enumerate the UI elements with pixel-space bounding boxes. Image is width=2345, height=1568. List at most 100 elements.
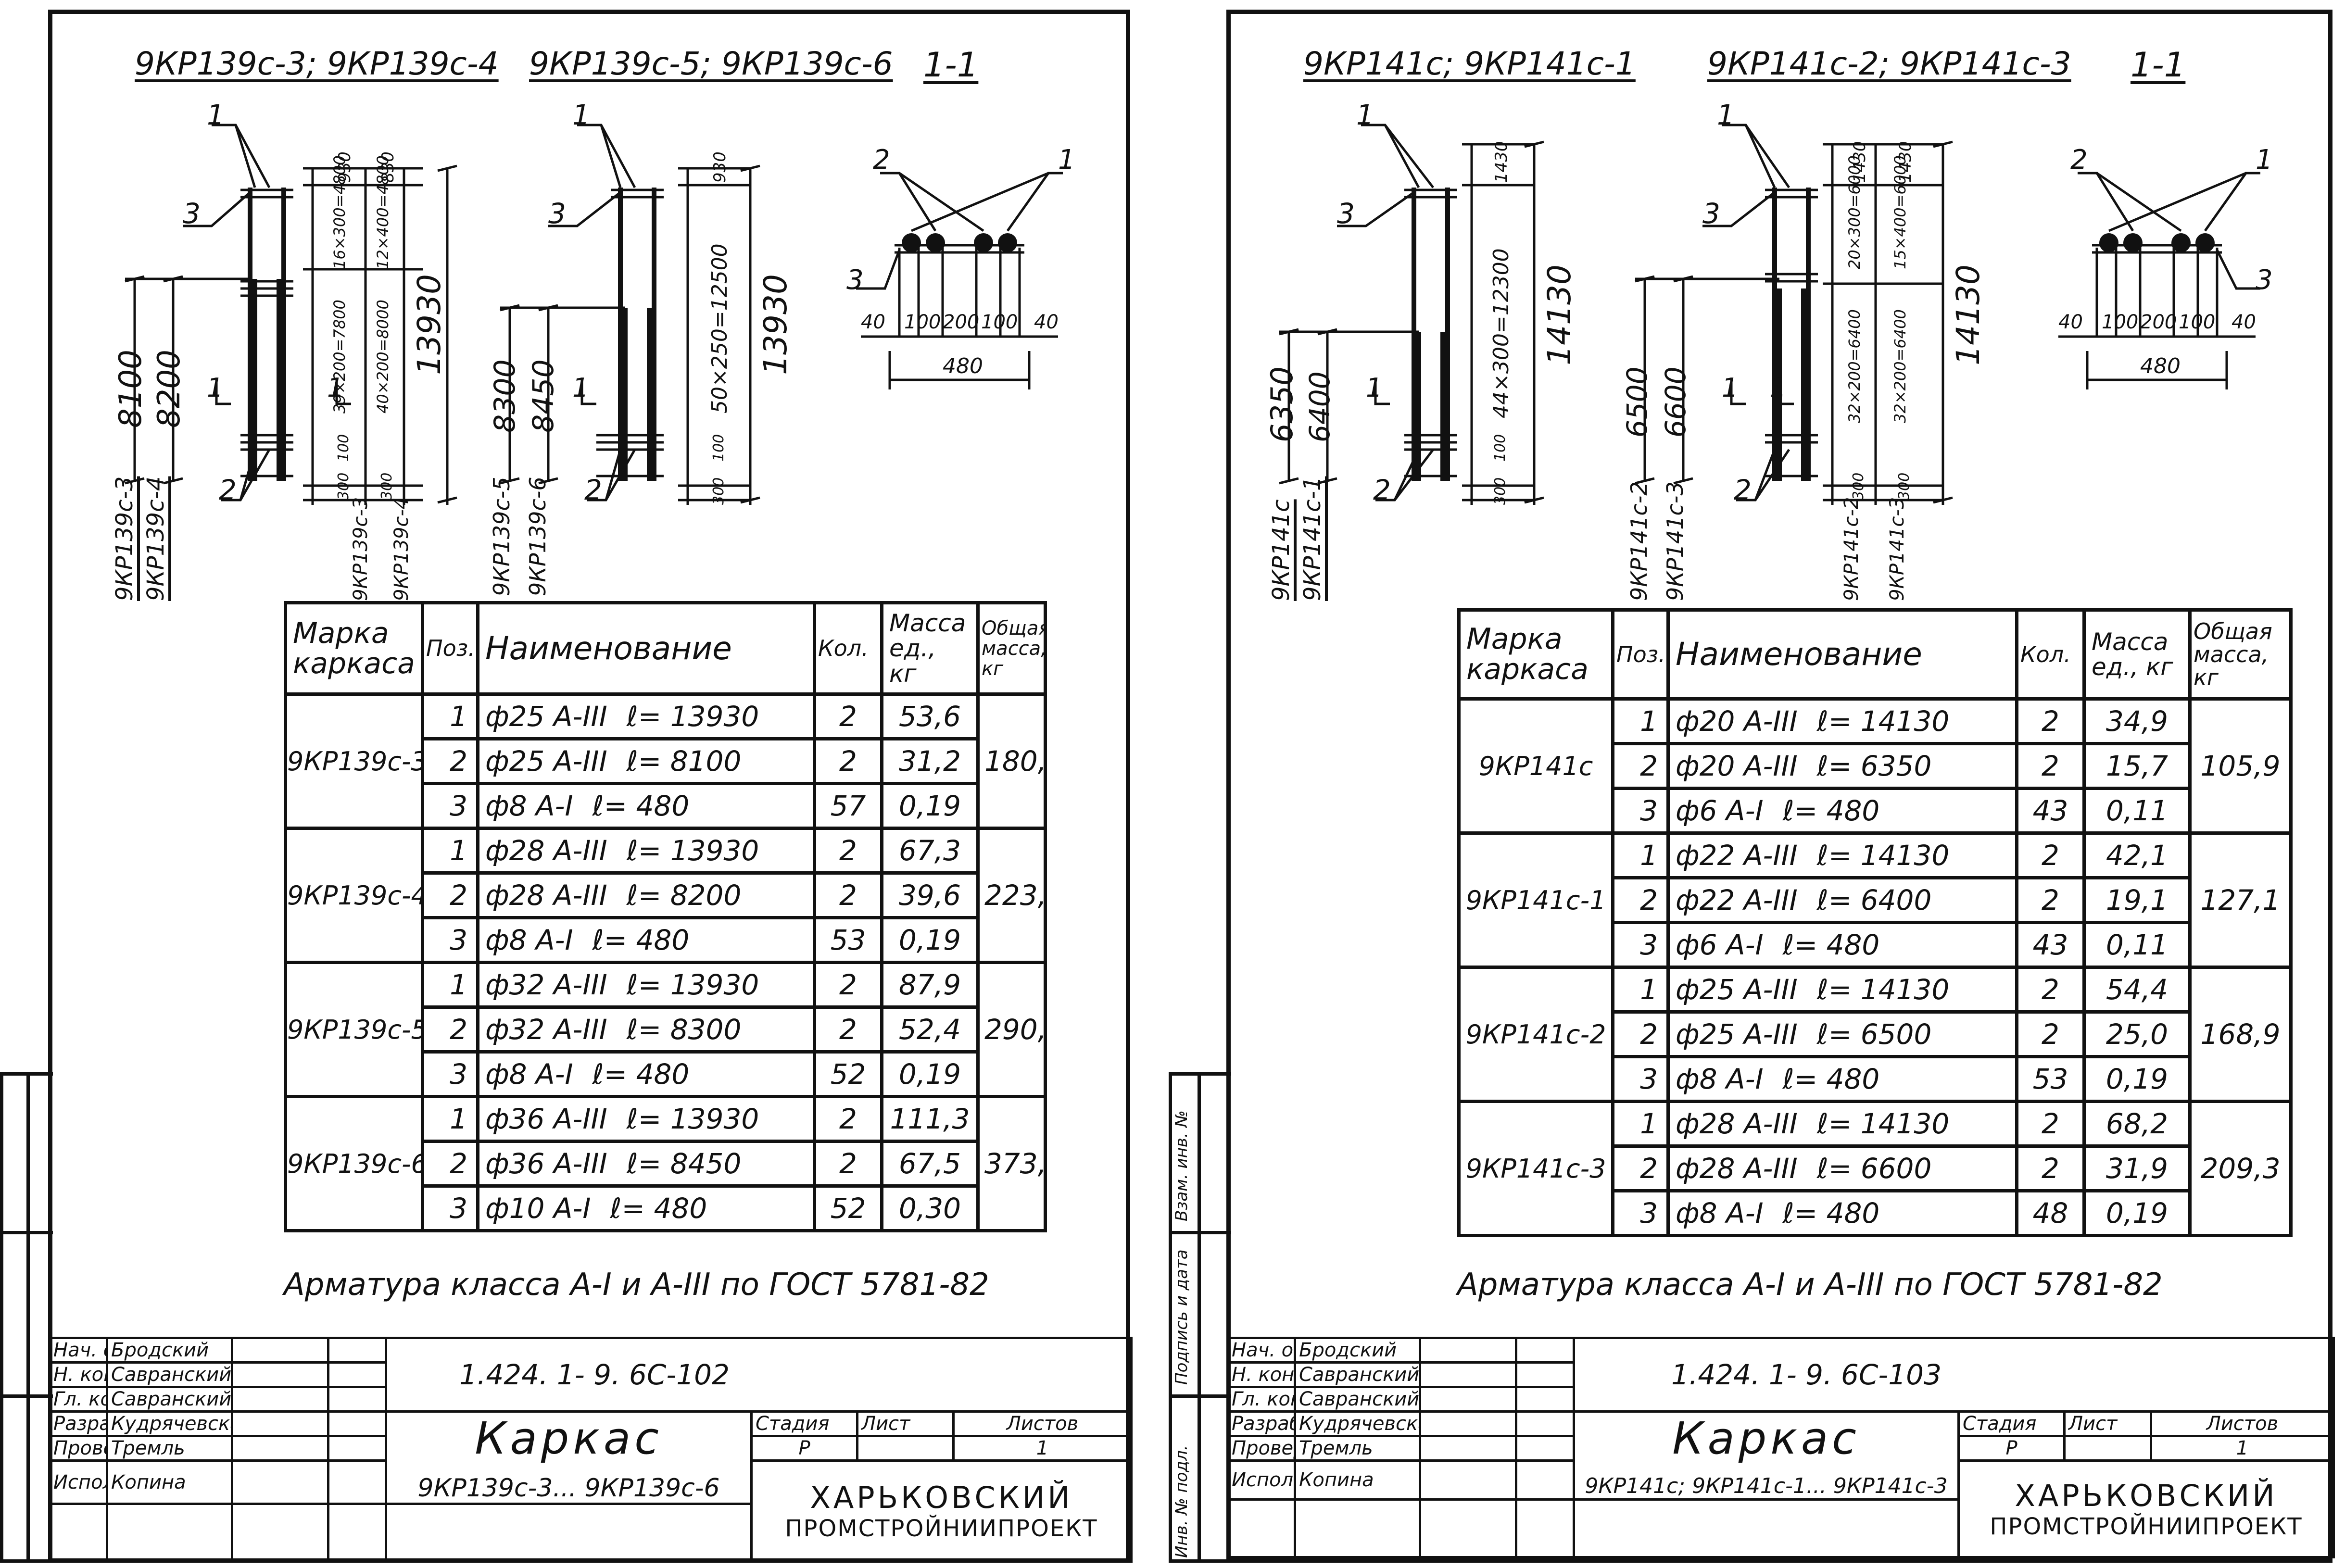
cell-unit-mass: 0,19 xyxy=(2082,1055,2192,1103)
sheet-value xyxy=(2063,1435,2152,1462)
cell-pos: 3 xyxy=(1611,921,1670,969)
sheet-value xyxy=(856,1435,955,1462)
cell-qty: 52 xyxy=(813,1184,883,1232)
cell-total-mass: 168,9 xyxy=(2188,966,2293,1103)
blank-cell xyxy=(1419,1498,1517,1558)
doc-code: 1.424. 1- 9. 6С-103 xyxy=(1573,1337,2335,1413)
dim-total: 13930 xyxy=(757,274,794,375)
dim-gap: 100 xyxy=(335,434,352,462)
dim-spacing: 39×200=7800 xyxy=(330,300,349,414)
bar-type: ф8 А-I xyxy=(485,1058,573,1091)
cell-unit-mass: 87,9 xyxy=(880,961,980,1009)
cell-mark: 9КР139с-5 xyxy=(284,961,424,1098)
mark-label: 9КР139с-3 xyxy=(111,476,138,601)
steel-class-note: Арматура класса А-I и А-III по ГОСТ 5781… xyxy=(1457,1267,2163,1303)
bar-type: ф28 А-III xyxy=(1676,1152,1798,1185)
cell-qty: 43 xyxy=(2015,921,2086,969)
section-mark: 1 xyxy=(1770,373,1787,403)
steel-class-note: Арматура класса А-I и А-III по ГОСТ 5781… xyxy=(284,1267,989,1303)
cell-total-mass: 127,1 xyxy=(2188,831,2293,969)
bar-length: ℓ= 13930 xyxy=(626,700,759,733)
header-qty: Кол. xyxy=(813,601,883,696)
bar-length: ℓ= 480 xyxy=(1782,794,1880,827)
dim-spacing: 32×200=6400 xyxy=(1891,309,1909,423)
bar-length: ℓ= 8300 xyxy=(626,1013,742,1046)
cell-unit-mass: 0,11 xyxy=(2082,787,2192,835)
blank-cell xyxy=(385,1503,753,1563)
role-cell: Н. контр. xyxy=(1226,1361,1296,1388)
cell-pos: 3 xyxy=(421,782,479,830)
section-width: 480 xyxy=(943,354,983,378)
cell-unit-mass: 0,19 xyxy=(880,782,980,830)
cell-qty: 2 xyxy=(813,1140,883,1188)
side-label-inventory: Инв. № подл. xyxy=(1172,1445,1191,1558)
cell-total-mass: 290,5 xyxy=(976,961,1047,1098)
bar-type: ф36 А-III xyxy=(485,1147,607,1180)
callout-3: 3 xyxy=(548,197,566,230)
dim-overall: 8200 xyxy=(151,350,187,428)
callout-2: 2 xyxy=(584,474,602,506)
cell-pos: 1 xyxy=(1611,1100,1670,1148)
reinforcement-views-left xyxy=(125,124,1063,505)
signature-cell xyxy=(1419,1337,1517,1364)
dim-overall: 6400 xyxy=(1303,371,1336,442)
date-cell xyxy=(327,1337,387,1364)
bar-type: ф28 А-III xyxy=(485,879,607,912)
view2-title: 9КР141с-2; 9КР141с-3 xyxy=(1707,45,2071,82)
cell-unit-mass: 0,19 xyxy=(2082,1189,2192,1237)
doc-code: 1.424. 1- 9. 6С-102 xyxy=(385,1337,1133,1413)
side-strip-divider xyxy=(1198,1072,1201,1563)
signature-cell xyxy=(231,1386,329,1413)
cell-pos: 2 xyxy=(421,737,479,785)
name-cell: Бродский xyxy=(1294,1337,1421,1364)
callout-2: 2 xyxy=(219,474,237,506)
header-mark: Марка каркаса xyxy=(284,601,424,696)
cell-pos: 1 xyxy=(421,961,479,1009)
cell-pos: 2 xyxy=(1611,742,1670,790)
date-cell xyxy=(1515,1410,1575,1437)
signature-cell xyxy=(1419,1410,1517,1437)
cell-total-mass: 209,3 xyxy=(2188,1100,2293,1237)
header-pos: Поз. xyxy=(421,601,479,696)
dim-gap: 100 xyxy=(1492,434,1509,462)
callout-3: 3 xyxy=(1702,197,1720,230)
section-dim: 100 xyxy=(904,311,941,333)
view1-title: 9КР141с; 9КР141с-1 xyxy=(1303,45,1636,82)
mark-label: 9КР141с-1 xyxy=(1299,476,1326,601)
section-dim: 40 xyxy=(1034,311,1059,333)
bar-length: ℓ= 13930 xyxy=(626,834,759,867)
title-block: Нач. отд. Бродский 1.424. 1- 9. 6С-103 Н… xyxy=(1226,1337,2335,1558)
name-cell: Тремль xyxy=(1294,1435,1421,1462)
cell-total-mass: 223,9 xyxy=(976,827,1047,964)
dim-top: 1430 xyxy=(1492,141,1511,183)
bar-length: ℓ= 480 xyxy=(592,1058,690,1091)
bar-length: ℓ= 14130 xyxy=(1816,973,1950,1006)
mark-label: 9КР141с-2 xyxy=(1626,481,1652,601)
cell-qty: 2 xyxy=(2015,966,2086,1014)
date-cell xyxy=(1515,1386,1575,1413)
cell-unit-mass: 39,6 xyxy=(880,871,980,919)
dim-top: 930 xyxy=(710,151,730,183)
cell-qty: 2 xyxy=(2015,876,2086,924)
cell-mark: 9КР139с-3 xyxy=(284,692,424,830)
cell-qty: 2 xyxy=(813,827,883,875)
mark-label: 9КР139с-4 xyxy=(142,476,169,601)
blank-cell xyxy=(1294,1498,1421,1558)
section-dim: 40 xyxy=(861,311,885,333)
cell-pos: 1 xyxy=(421,1095,479,1143)
name-cell: Бродский xyxy=(106,1337,233,1364)
cell-qty: 2 xyxy=(2015,697,2086,745)
